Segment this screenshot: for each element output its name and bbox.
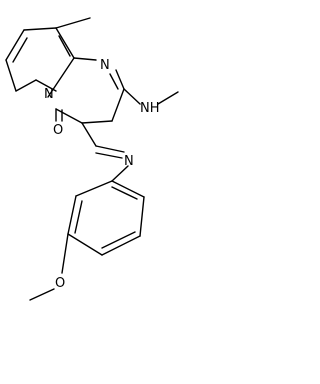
- bond: [58, 35, 71, 57]
- bond: [67, 195, 77, 235]
- ether-oxygen-label: O: [55, 276, 65, 291]
- pyrimidinone-ring: [47, 57, 125, 124]
- bond: [111, 186, 138, 200]
- bond: [101, 231, 136, 249]
- bond: [73, 57, 97, 61]
- substituent-bonds: [55, 17, 179, 182]
- bond: [67, 233, 103, 256]
- ring-nitrogen-label: N: [44, 87, 54, 102]
- bond: [81, 120, 113, 124]
- bond: [111, 180, 145, 198]
- bond: [23, 27, 57, 31]
- bond: [5, 29, 25, 61]
- chemical-structure: N N O NH N O: [5, 17, 179, 301]
- methyl-bond: [55, 17, 91, 29]
- imine-bond: [95, 152, 123, 159]
- bond: [15, 79, 37, 92]
- imine-nitrogen-label: N: [124, 154, 134, 169]
- imine-bond: [95, 145, 125, 153]
- pyridine-ring: [5, 27, 75, 92]
- bond: [75, 180, 113, 197]
- bond: [115, 69, 125, 90]
- bond: [101, 235, 141, 256]
- amine-label: NH: [140, 101, 160, 116]
- methine-bond: [81, 122, 97, 147]
- bond: [47, 57, 75, 98]
- bond: [109, 73, 119, 90]
- bond: [12, 37, 28, 63]
- methoxy-bond: [61, 233, 69, 274]
- bond: [111, 88, 125, 122]
- carbonyl-oxygen-label: O: [53, 123, 63, 138]
- bond: [139, 196, 145, 237]
- bond: [55, 27, 75, 59]
- bond: [5, 59, 17, 92]
- bond: [55, 108, 83, 124]
- bridge-nitrogen-label: N: [100, 58, 110, 73]
- amine-bond: [123, 88, 141, 105]
- bond: [74, 200, 83, 234]
- methoxyphenyl-ring: [29, 180, 145, 301]
- aryl-bond: [111, 165, 129, 182]
- methoxy-bond: [29, 288, 55, 301]
- n-methyl-bond: [157, 91, 179, 105]
